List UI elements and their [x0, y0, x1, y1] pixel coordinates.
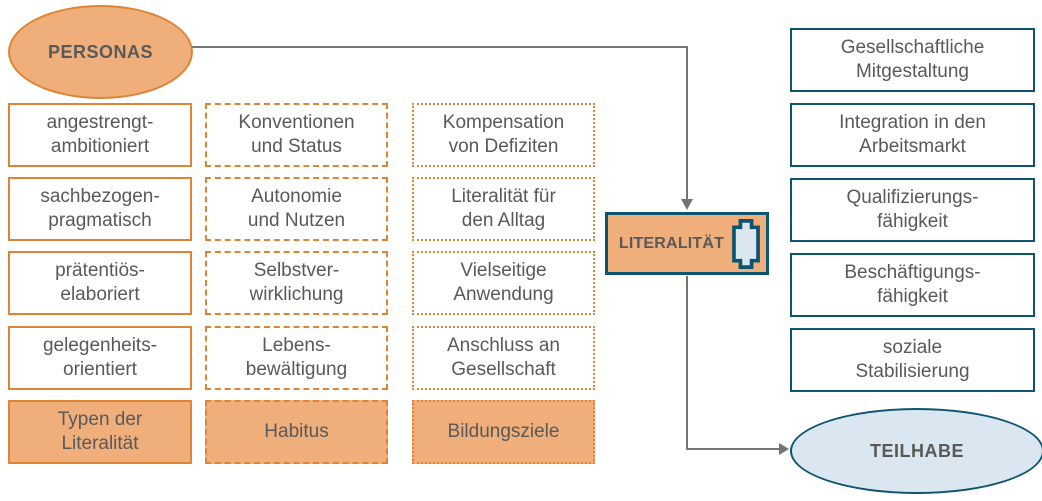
- teilhabe-label: TEILHABE: [870, 440, 964, 461]
- column-category-bildungsziele: Bildungsziele: [412, 400, 595, 464]
- outcome-box: soziale Stabilisierung: [790, 328, 1035, 392]
- bildungsziel-box: Literalität für den Alltag: [412, 177, 595, 241]
- habitus-box: Autonomie und Nutzen: [205, 177, 388, 241]
- habitus-box: Konventionen und Status: [205, 103, 388, 167]
- outcome-box: Qualifizierungs- fähigkeit: [790, 178, 1035, 242]
- column-category-typen: Typen der Literalität: [8, 400, 192, 464]
- bildungsziel-box: Kompensation von Defiziten: [412, 103, 595, 167]
- habitus-box: Lebens- bewältigung: [205, 326, 388, 390]
- literalitaet-box: LITERALITÄT: [605, 212, 769, 275]
- arrowhead-right-icon: [779, 443, 789, 455]
- arrowhead-down-icon: [681, 199, 693, 210]
- personas-label: PERSONAS: [47, 41, 154, 62]
- teilhabe-ellipse: TEILHABE: [790, 408, 1042, 494]
- literacy-type-box: prätentiös- elaboriert: [8, 251, 192, 315]
- literalitaet-label: LITERALITÄT: [618, 234, 725, 252]
- bildungsziel-box: Anschluss an Gesellschaft: [412, 326, 595, 390]
- outcome-box: Gesellschaftliche Mitgestaltung: [790, 28, 1035, 92]
- arrow-literalitaet-to-teilhabe: [686, 276, 779, 450]
- bildungsziel-box: Vielseitige Anwendung: [412, 251, 595, 315]
- literacy-type-box: gelegenheits- orientiert: [8, 326, 192, 390]
- literacy-type-box: angestrengt- ambitioniert: [8, 103, 192, 167]
- habitus-box: Selbstver- wirklichung: [205, 251, 388, 315]
- outcome-box: Integration in den Arbeitsmarkt: [790, 103, 1035, 167]
- outcome-box: Beschäftigungs- fähigkeit: [790, 253, 1035, 317]
- literacy-type-box: sachbezogen- pragmatisch: [8, 177, 192, 241]
- personas-ellipse: PERSONAS: [8, 5, 193, 99]
- column-category-habitus: Habitus: [205, 400, 388, 464]
- page-icon: [732, 218, 760, 269]
